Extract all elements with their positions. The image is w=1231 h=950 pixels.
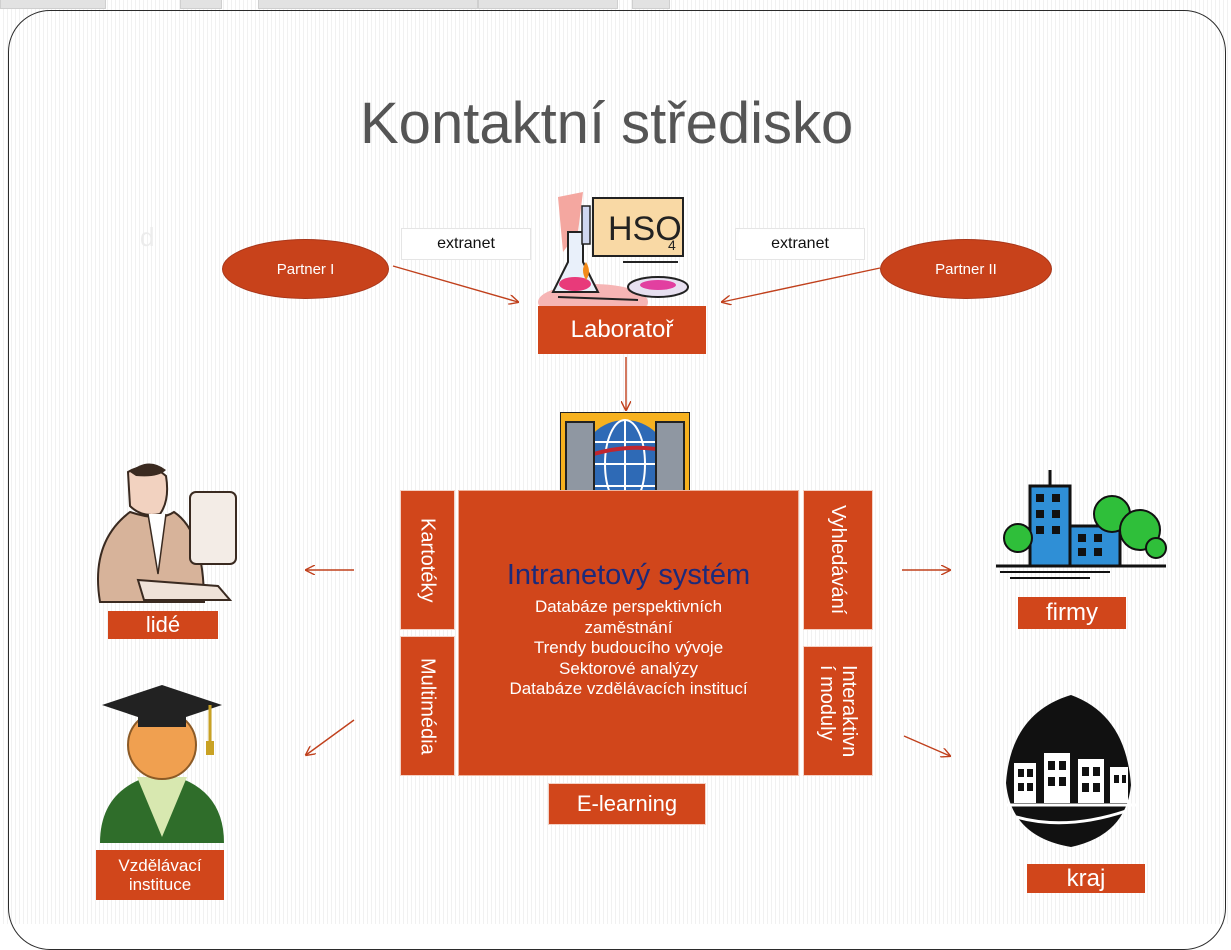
ghost-letter: d — [140, 222, 155, 252]
elearning-label: E-learning — [576, 791, 678, 816]
vzdelavaci-label-line2: instituce — [128, 875, 192, 894]
firmy-label: firmy — [1046, 599, 1098, 626]
elearning-box: E-learning — [548, 783, 706, 825]
arrow-partner1-lab — [392, 265, 518, 302]
svg-text:HSO: HSO — [608, 210, 682, 248]
partner-left-ellipse: Partner I — [222, 239, 389, 299]
vzdelavaci-label-line1: Vzdělávací — [118, 856, 202, 875]
interaktivni-moduly-box: Interaktivn í moduly — [803, 646, 873, 776]
toolbar-segment — [478, 0, 618, 9]
extranet-left-label: extranet — [401, 228, 531, 260]
multimedia-box: Multimédia — [400, 636, 455, 776]
interaktivni-moduly-label: Interaktivn í moduly — [816, 664, 860, 758]
kraj-label: kraj — [1066, 864, 1106, 892]
toolbar-segment — [632, 0, 670, 9]
intranet-line: Databáze vzdělávacích institucí — [509, 679, 748, 698]
chemistry-lab-clipart: HSO 4 — [538, 192, 689, 320]
arrow-partner2-lab — [722, 267, 881, 302]
intranet-line: Trendy budoucího vývoje — [533, 638, 724, 657]
arrow-to-vzdelavaci — [306, 719, 355, 755]
firmy-box: firmy — [1018, 597, 1126, 629]
intranet-line: zaměstnání — [584, 617, 673, 637]
svg-text:4: 4 — [668, 237, 676, 253]
toolbar-segment — [0, 0, 106, 9]
multimedia-label: Multimédia — [416, 657, 439, 755]
vzdelavaci-instituce-box: Vzdělávací instituce — [96, 850, 224, 900]
arrow-to-kraj — [903, 735, 950, 756]
intranet-line: Databáze perspektivních — [534, 597, 723, 616]
intranet-heading: Intranetový systém — [506, 559, 751, 591]
intranet-line: Sektorové analýzy — [559, 658, 698, 678]
connector-arrows — [0, 265, 1231, 924]
graduate-student-icon — [100, 685, 224, 843]
slide-title: Kontaktní středisko — [360, 91, 854, 156]
partner-right-label: Partner II — [935, 260, 997, 278]
city-buildings-icon — [996, 470, 1167, 579]
lide-box: lidé — [108, 611, 218, 639]
intranet-system-box: Intranetový systém Databáze perspektivní… — [458, 490, 799, 776]
partner-left-label: Partner I — [276, 260, 335, 278]
lab-box: Laboratoř — [538, 306, 706, 354]
toolbar-segment — [258, 0, 478, 9]
extranet-right-label: extranet — [735, 228, 865, 260]
village-houses-icon — [1006, 695, 1136, 847]
office-worker-clipart — [97, 463, 237, 603]
partner-right-ellipse: Partner II — [880, 239, 1052, 299]
lab-label: Laboratoř — [570, 316, 674, 343]
toolbar-segment — [180, 0, 222, 9]
intranet-lines: Databáze perspektivních zaměstnání Trend… — [459, 597, 798, 700]
vyhledavani-box: Vyhledávání — [803, 490, 873, 630]
kartoteky-label: Kartotéky — [416, 517, 439, 603]
lide-label: lidé — [145, 612, 181, 637]
vyhledavani-label: Vyhledávání — [827, 505, 849, 615]
kraj-box: kraj — [1027, 864, 1145, 893]
kartoteky-box: Kartotéky — [400, 490, 455, 630]
